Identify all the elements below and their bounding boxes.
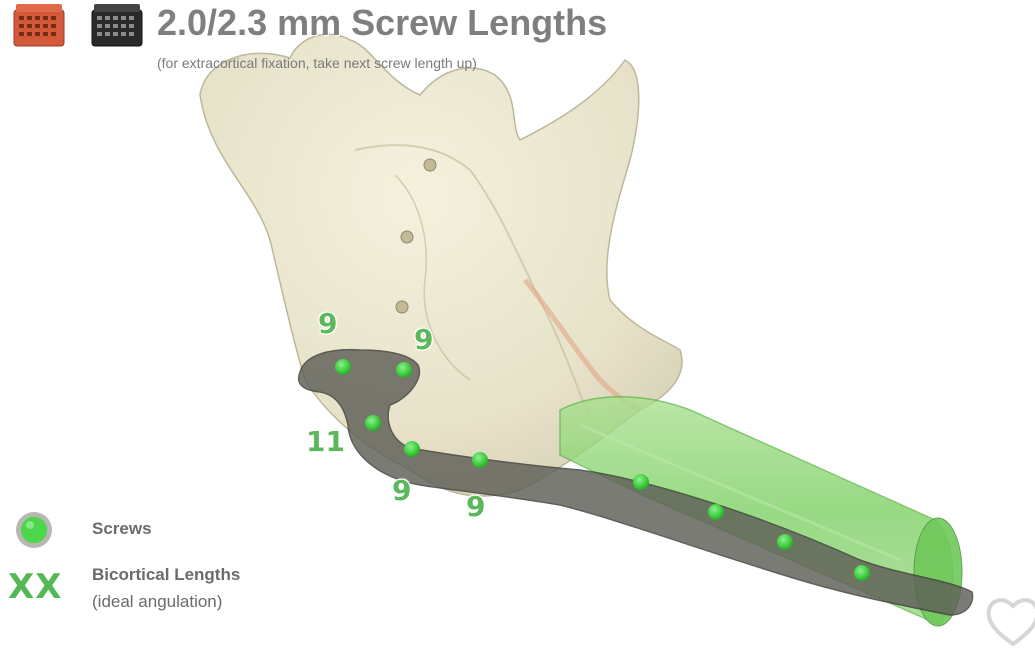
screw-set <box>335 359 870 581</box>
legend-bicortical-note: (ideal angulation) <box>92 592 223 611</box>
screw <box>365 415 381 431</box>
screw-legend-icon <box>16 512 52 548</box>
screw <box>404 441 420 457</box>
screw-length-label: 11 <box>306 425 345 458</box>
legend-xx-symbol: XX <box>8 567 63 607</box>
screw-length-label: 9 <box>466 490 486 523</box>
screw <box>335 359 351 375</box>
screw-length-label: 9 <box>318 307 338 340</box>
legend-bicortical-label: Bicortical Lengths <box>92 565 241 584</box>
screw <box>708 504 724 520</box>
screw-rack-orange-icon <box>13 4 65 47</box>
screw <box>396 362 412 378</box>
screw-rack-black-icon <box>91 4 143 47</box>
screw <box>854 565 870 581</box>
screw <box>472 452 488 468</box>
screw-length-label: 9 <box>414 323 434 356</box>
screw <box>777 534 793 550</box>
page-subtitle: (for extracortical fixation, take next s… <box>157 55 477 71</box>
heart-icon[interactable] <box>983 590 1035 650</box>
screw-length-label: 9 <box>392 474 412 507</box>
page-title: 2.0/2.3 mm Screw Lengths <box>157 2 608 43</box>
legend-screws-label: Screws <box>92 519 152 538</box>
screw <box>633 474 649 490</box>
